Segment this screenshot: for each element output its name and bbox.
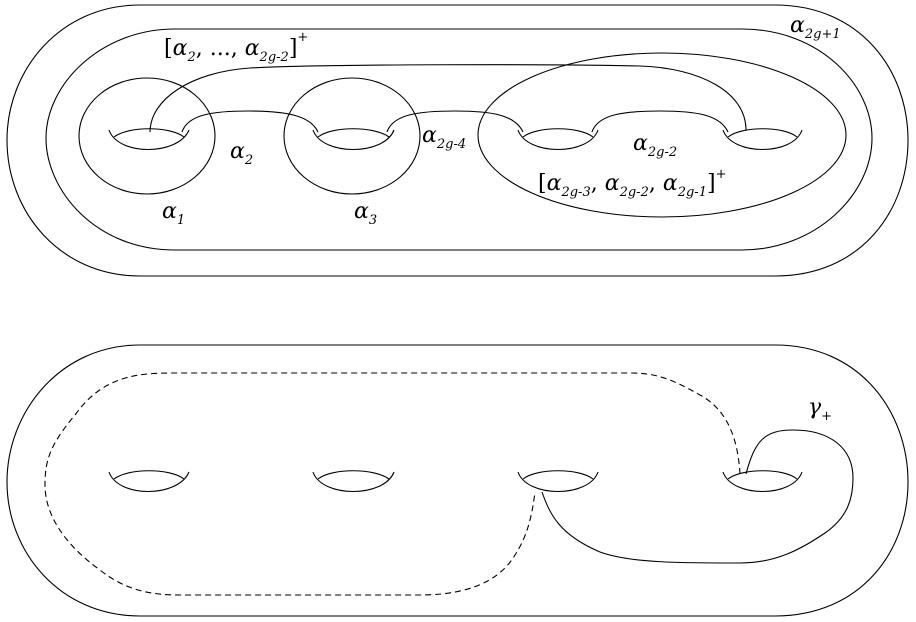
top-hole-4 [722,128,803,150]
curve-alpha-1 [78,77,216,195]
bottom-hole-4 [722,470,803,492]
label-alpha-1: α1 [162,199,185,228]
label-gamma-plus: γ+ [808,395,832,424]
label-alpha-2: α2 [230,139,253,168]
curve-gamma-plus-solid [541,429,854,564]
label-bracket-mid: [α2g-3, α2g-2, α2g-1]+ [538,167,726,200]
top-surface [6,4,909,277]
curve-alpha-2g-plus-1 [45,28,873,251]
bottom-surface [6,344,909,617]
curve-alpha-3 [283,77,421,195]
top-hole-2 [312,128,395,150]
label-alpha-3: α3 [354,199,377,228]
bottom-hole-2 [312,470,395,492]
curve-alpha-2-to-2g-2-plus [149,64,747,133]
curve-alpha-2g-2 [591,110,729,133]
top-outer-boundary [6,4,909,277]
label-alpha-2g-2: α2g-2 [633,131,677,160]
bottom-hole-3 [517,470,599,492]
curve-alpha-2g-4 [386,110,524,133]
top-hole-1 [108,128,190,150]
label-bracket-top: [α2, ..., α2g-2]+ [164,30,308,65]
curve-alpha-2 [181,110,319,133]
label-alpha-2g-4: α2g-4 [422,123,466,152]
bottom-outer-boundary [6,344,909,617]
top-hole-3 [517,128,599,150]
label-alpha-2g-plus-1: α2g+1 [790,13,841,42]
curve-gamma-plus-dashed [44,372,741,596]
curve-alpha-2g-3-2g-2-2g-1 [477,52,847,218]
bottom-hole-1 [108,470,190,492]
